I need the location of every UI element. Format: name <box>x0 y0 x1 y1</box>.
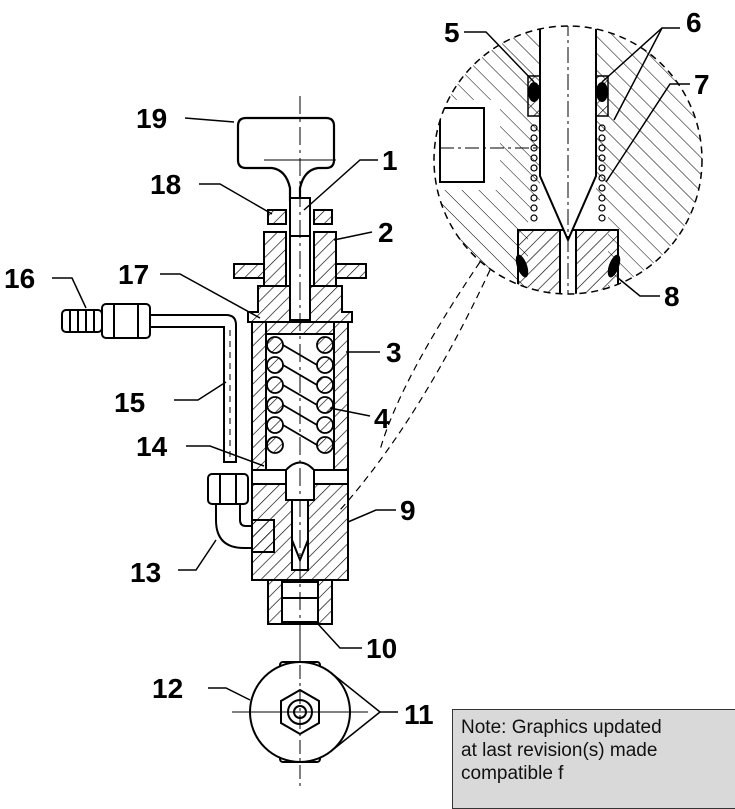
callout-1: 1 <box>382 145 398 176</box>
leader-lines <box>52 27 690 753</box>
inlet-fitting <box>61 303 151 339</box>
callout-numbers: 1 2 3 4 5 6 7 8 9 10 11 12 13 14 15 16 1… <box>4 7 710 730</box>
lock-nut <box>267 209 333 225</box>
valve-assembly-drawing: 1 2 3 4 5 6 7 8 9 10 11 12 13 14 15 16 1… <box>4 7 710 788</box>
callout-18: 18 <box>150 169 181 200</box>
bonnet <box>233 231 367 323</box>
note-line-1: Note: Graphics updated <box>461 717 662 738</box>
revision-note: Note: Graphics updated at last revision(… <box>452 709 735 809</box>
note-line-2: at last revision(s) made <box>461 740 658 761</box>
note-line-3: compatible f <box>461 763 564 784</box>
bottom-view <box>232 640 368 788</box>
callout-15: 15 <box>114 387 145 418</box>
callout-2: 2 <box>378 217 394 248</box>
handle-knob <box>236 116 336 202</box>
callout-11: 11 <box>404 699 434 730</box>
callout-19: 19 <box>136 103 167 134</box>
compression-spring <box>266 336 334 454</box>
callout-7: 7 <box>694 69 710 100</box>
callout-5: 5 <box>444 17 460 48</box>
callout-3: 3 <box>386 337 402 368</box>
callout-13: 13 <box>130 557 161 588</box>
callout-6: 6 <box>686 7 702 38</box>
elbow-fitting <box>207 473 275 553</box>
detail-view <box>339 25 703 511</box>
callout-17: 17 <box>118 259 149 290</box>
callout-8: 8 <box>664 281 680 312</box>
sense-tube <box>150 314 237 463</box>
callout-14: 14 <box>136 431 168 462</box>
callout-9: 9 <box>400 495 416 526</box>
callout-16: 16 <box>4 263 35 294</box>
callout-10: 10 <box>366 633 397 664</box>
callout-12: 12 <box>152 673 183 704</box>
callout-4: 4 <box>374 403 390 434</box>
